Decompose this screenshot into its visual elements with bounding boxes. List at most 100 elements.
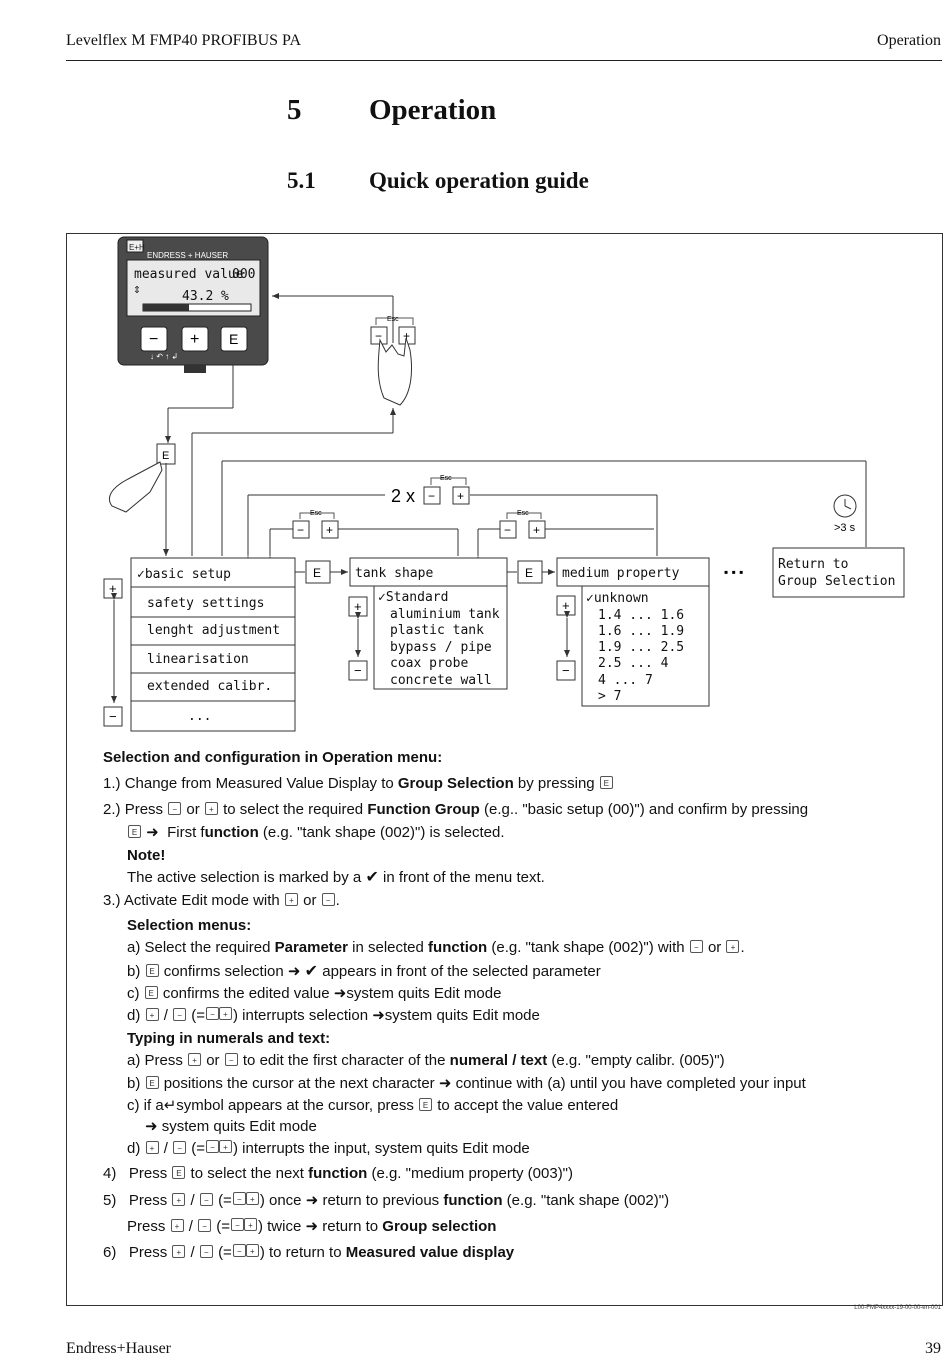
step-text: continue with (a) until you have complet… (455, 1075, 806, 1092)
step-text: (= (218, 1244, 232, 1261)
esc-label-2x: Esc (440, 475, 452, 482)
minus-key-icon: − (198, 1219, 212, 1232)
running-header-title: Levelflex M FMP40 PROFIBUS PA (66, 32, 302, 49)
plus-key-icon: + (245, 1192, 259, 1205)
esc-keys-icon: −+ (230, 1217, 257, 1234)
tank-minus-key[interactable] (348, 660, 368, 681)
medium-option[interactable]: 2.5 ... 4 (598, 656, 669, 671)
plus-key-icon: + (145, 1008, 159, 1021)
plus-key-icon: + (188, 1053, 202, 1066)
group-selection-menu: ✓basic setup safety settings lenght adju… (130, 557, 296, 732)
e-key-icon: E (128, 825, 141, 838)
esc1-minus-key[interactable] (292, 520, 310, 539)
step-text: symbol appears at the cursor, press (176, 1097, 414, 1114)
medium-option[interactable]: 1.9 ... 2.5 (598, 640, 684, 655)
step-text: to return to (269, 1244, 346, 1261)
esc1-plus-label: + (326, 523, 333, 537)
group-minus-key[interactable] (103, 706, 123, 727)
esc2-minus-key[interactable] (499, 520, 517, 539)
arrow-right-icon: ➜ (438, 1075, 452, 1092)
group-item-basic-setup[interactable]: ✓basic setup (137, 567, 231, 582)
medium-title: medium property (562, 566, 680, 581)
step-text: confirms selection (163, 963, 284, 980)
selection-menus-title: Selection menus: (127, 917, 252, 934)
step-text: / (163, 1140, 168, 1157)
twice-minus-key[interactable] (423, 486, 441, 505)
group-item-length[interactable]: lenght adjustment (147, 623, 280, 638)
medium-option[interactable]: 1.4 ... 1.6 (598, 608, 684, 623)
medium-minus-key[interactable] (556, 660, 576, 681)
tank-option[interactable]: bypass / pipe (390, 640, 492, 655)
device-brand: ENDRESS + HAUSER (147, 251, 228, 260)
tank-option[interactable]: concrete wall (390, 673, 492, 688)
hand-icon-left (108, 461, 163, 513)
plus-key-icon: + (245, 1244, 259, 1257)
group-item-linearisation[interactable]: linearisation (147, 652, 249, 667)
e-key-icon: E (144, 986, 158, 999)
step-text: / (163, 1007, 168, 1024)
step-text: system quits Edit mode (346, 985, 502, 1002)
step-number: 6) (103, 1244, 117, 1261)
typing-b: b) E positions the cursor at the next ch… (127, 1074, 806, 1092)
arrow-right-icon: ➜ (146, 824, 159, 841)
step-2-line-2: E ➜ First function (e.g. "tank shape (00… (127, 823, 505, 841)
device-e-key[interactable] (220, 326, 248, 352)
lcd-bargraph (143, 304, 189, 311)
plus-key-icon: + (170, 1219, 184, 1232)
arrow-right-icon: ➜ (287, 963, 301, 980)
lcd-code: 000 (232, 267, 255, 282)
medium-option[interactable]: 1.6 ... 1.9 (598, 624, 684, 639)
minus-key-icon: − (689, 940, 703, 953)
lcd-label: measured value (134, 267, 244, 282)
group-item-more[interactable]: ... (188, 709, 211, 724)
device-plus-key-label: + (190, 331, 199, 348)
minus-key-icon: − (173, 1008, 187, 1021)
step-1: 1.) Change from Measured Value Display t… (103, 775, 614, 792)
step-number: 3.) (103, 892, 121, 909)
tank-option[interactable]: aluminium tank (390, 607, 500, 622)
note-text: The active selection is marked by a ✔ in… (127, 867, 545, 887)
esc-minus-key[interactable] (370, 326, 388, 345)
plus-key-icon: + (726, 940, 740, 953)
step-text: / (190, 1244, 195, 1261)
step-bold: unction (204, 824, 259, 841)
step-text: / (190, 1192, 195, 1209)
medium-option[interactable]: 4 ... 7 (598, 673, 653, 688)
step-text: to select the required (223, 801, 368, 818)
step-text: Change from Measured Value Display to (124, 775, 398, 792)
checkmark-icon: ✔ (365, 869, 379, 886)
minus-key-icon: − (168, 802, 182, 815)
plus-key-icon: + (172, 1193, 186, 1206)
step-text: b) (127, 963, 141, 980)
twice-plus-key[interactable] (452, 486, 470, 505)
group-item-extended[interactable]: extended calibr. (147, 679, 272, 694)
step-text: b) (127, 1075, 141, 1092)
device-minus-key[interactable] (140, 326, 168, 352)
step-text: Press (127, 1218, 166, 1235)
minus-key-icon: − (205, 1007, 219, 1020)
tank-option[interactable]: ✓Standard (378, 590, 448, 605)
step-6: 6) Press + / − (=−+) to return to Measur… (103, 1243, 514, 1261)
step-text: to accept the value entered (437, 1097, 619, 1114)
group-item-safety[interactable]: safety settings (147, 596, 264, 611)
typing-c-line-2: ➜ system quits Edit mode (145, 1117, 317, 1135)
step-bold: Parameter (274, 939, 348, 956)
plus-key-icon: + (204, 802, 218, 815)
medium-option[interactable]: ✓unknown (586, 591, 649, 606)
tank-shape-menu: tank shape ✓Standard aluminium tank plas… (349, 557, 508, 690)
device-e-key-label: E (229, 331, 238, 347)
step-number: 2.) (103, 801, 121, 818)
chapter-title: Operation (369, 94, 497, 126)
step-text: c) if a (127, 1097, 164, 1114)
operation-diagram: E+H ENDRESS + HAUSER measured value 000 … (103, 236, 905, 732)
tank-option[interactable]: plastic tank (390, 623, 484, 638)
minus-key-icon: − (232, 1244, 246, 1257)
medium-option[interactable]: > 7 (598, 689, 621, 704)
tank-minus-label: − (354, 663, 362, 678)
plus-key-icon: + (218, 1007, 232, 1020)
section-title: Quick operation guide (369, 168, 589, 193)
device-plus-key[interactable] (181, 326, 209, 352)
tank-option[interactable]: coax probe (390, 656, 468, 671)
step-text: interrupts selection (242, 1007, 369, 1024)
esc1-minus-label: − (297, 523, 304, 537)
